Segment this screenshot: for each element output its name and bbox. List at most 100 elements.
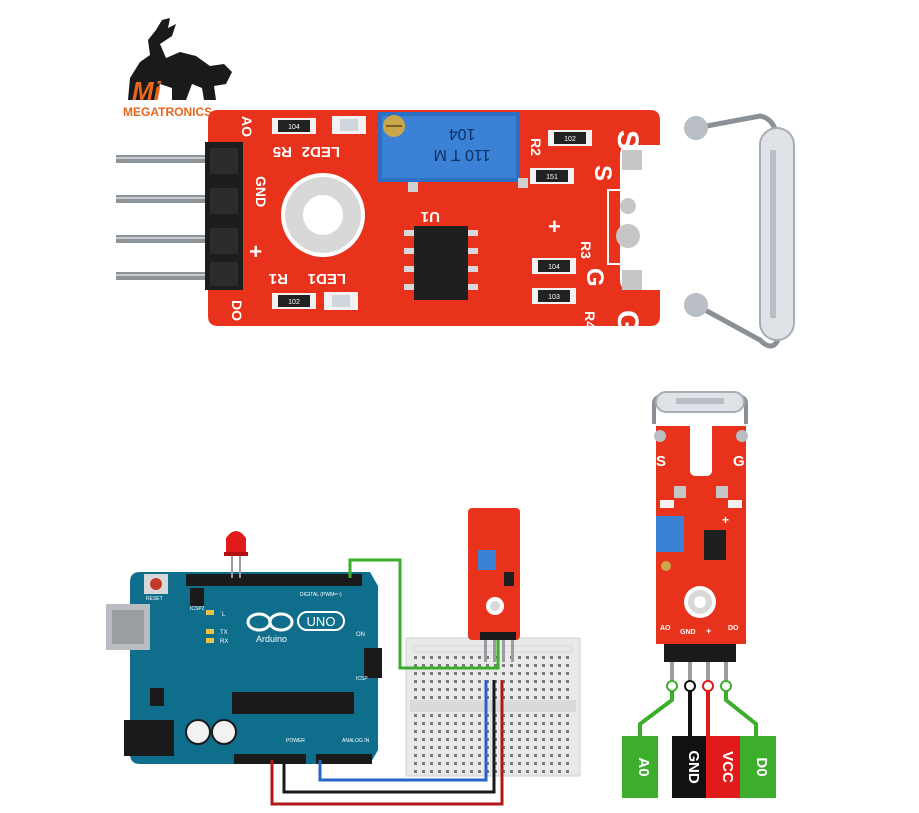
breadboard-hole xyxy=(518,680,521,683)
breadboard-hole xyxy=(542,762,545,765)
breadboard-hole xyxy=(486,656,489,659)
breadboard-hole xyxy=(510,672,513,675)
svg-text:D0: D0 xyxy=(753,757,770,776)
breadboard-hole xyxy=(462,738,465,741)
breadboard-hole xyxy=(526,672,529,675)
breadboard-hole xyxy=(526,754,529,757)
svg-text:U1: U1 xyxy=(421,208,440,225)
breadboard-hole xyxy=(542,754,545,757)
breadboard-hole xyxy=(566,656,569,659)
breadboard-hole xyxy=(422,722,425,725)
breadboard-hole xyxy=(518,688,521,691)
svg-text:S: S xyxy=(589,165,616,181)
breadboard-hole xyxy=(430,688,433,691)
breadboard-hole xyxy=(510,696,513,699)
breadboard-hole xyxy=(550,738,553,741)
breadboard-hole xyxy=(454,754,457,757)
breadboard-hole xyxy=(526,730,529,733)
breadboard-hole xyxy=(462,714,465,717)
svg-text:G: G xyxy=(581,268,608,287)
svg-text:G: G xyxy=(733,453,745,470)
breadboard-hole xyxy=(430,680,433,683)
svg-text:G: G xyxy=(611,310,644,333)
breadboard-hole xyxy=(534,680,537,683)
breadboard-hole xyxy=(518,656,521,659)
breadboard-hole xyxy=(462,730,465,733)
breadboard-hole xyxy=(518,664,521,667)
breadboard-hole xyxy=(454,672,457,675)
breadboard-hole xyxy=(430,722,433,725)
breadboard-hole xyxy=(478,714,481,717)
breadboard-hole xyxy=(478,688,481,691)
breadboard-hole xyxy=(534,738,537,741)
breadboard-hole xyxy=(534,664,537,667)
breadboard-hole xyxy=(534,762,537,765)
breadboard-hole xyxy=(462,754,465,757)
svg-text:Arduino: Arduino xyxy=(256,634,287,644)
breadboard-hole xyxy=(454,722,457,725)
breadboard-hole xyxy=(566,746,569,749)
breadboard-hole xyxy=(542,696,545,699)
breadboard-hole xyxy=(542,770,545,773)
breadboard-hole xyxy=(566,770,569,773)
svg-text:151: 151 xyxy=(546,174,558,181)
breadboard-hole xyxy=(510,730,513,733)
breadboard-hole xyxy=(438,746,441,749)
breadboard-hole xyxy=(550,688,553,691)
breadboard-hole xyxy=(430,746,433,749)
breadboard-hole xyxy=(414,762,417,765)
breadboard-hole xyxy=(414,738,417,741)
breadboard-hole xyxy=(422,746,425,749)
breadboard-hole xyxy=(478,770,481,773)
breadboard-hole xyxy=(422,696,425,699)
breadboard-hole xyxy=(470,770,473,773)
breadboard-hole xyxy=(462,656,465,659)
tag-gnd xyxy=(672,736,708,798)
breadboard-hole xyxy=(470,746,473,749)
breadboard-hole xyxy=(438,696,441,699)
breadboard-hole xyxy=(550,770,553,773)
breadboard-hole xyxy=(526,762,529,765)
breadboard-hole xyxy=(470,656,473,659)
breadboard-hole xyxy=(446,770,449,773)
arduino-uno-board: RESET DIGITAL (PWM=~) ICSP2 L TX RX UNO … xyxy=(106,572,382,764)
breadboard-hole xyxy=(558,746,561,749)
svg-text:R1: R1 xyxy=(269,270,288,287)
tag-d0 xyxy=(740,736,776,798)
breadboard-hole xyxy=(558,770,561,773)
breadboard-hole xyxy=(558,730,561,733)
analog-header xyxy=(316,754,372,764)
breadboard-hole xyxy=(438,680,441,683)
breadboard-hole xyxy=(518,770,521,773)
breadboard-hole xyxy=(558,688,561,691)
red-led xyxy=(224,531,248,578)
svg-text:104: 104 xyxy=(288,124,300,131)
reed-sensor-board-small xyxy=(468,508,520,662)
capacitor xyxy=(185,719,211,745)
breadboard-hole xyxy=(518,754,521,757)
breadboard-hole xyxy=(550,730,553,733)
breadboard-hole xyxy=(526,722,529,725)
breadboard-hole xyxy=(566,722,569,725)
breadboard-hole xyxy=(542,688,545,691)
breadboard-hole xyxy=(550,672,553,675)
svg-text:S: S xyxy=(611,130,644,150)
svg-text:VCC: VCC xyxy=(719,751,736,783)
breadboard-hole xyxy=(414,754,417,757)
breadboard-hole xyxy=(470,688,473,691)
breadboard-hole xyxy=(558,738,561,741)
svg-text:S: S xyxy=(656,453,666,470)
breadboard-hole xyxy=(478,730,481,733)
breadboard-hole xyxy=(542,746,545,749)
breadboard-hole xyxy=(550,762,553,765)
svg-text:Mi: Mi xyxy=(132,76,162,106)
breadboard-hole xyxy=(470,696,473,699)
breadboard-hole xyxy=(542,722,545,725)
breadboard-hole xyxy=(566,738,569,741)
breadboard-hole xyxy=(550,656,553,659)
svg-text:104: 104 xyxy=(548,264,560,271)
arduino-pcb xyxy=(130,572,378,764)
breadboard-hole xyxy=(422,730,425,733)
svg-text:L: L xyxy=(222,612,226,618)
breadboard-hole xyxy=(502,664,505,667)
